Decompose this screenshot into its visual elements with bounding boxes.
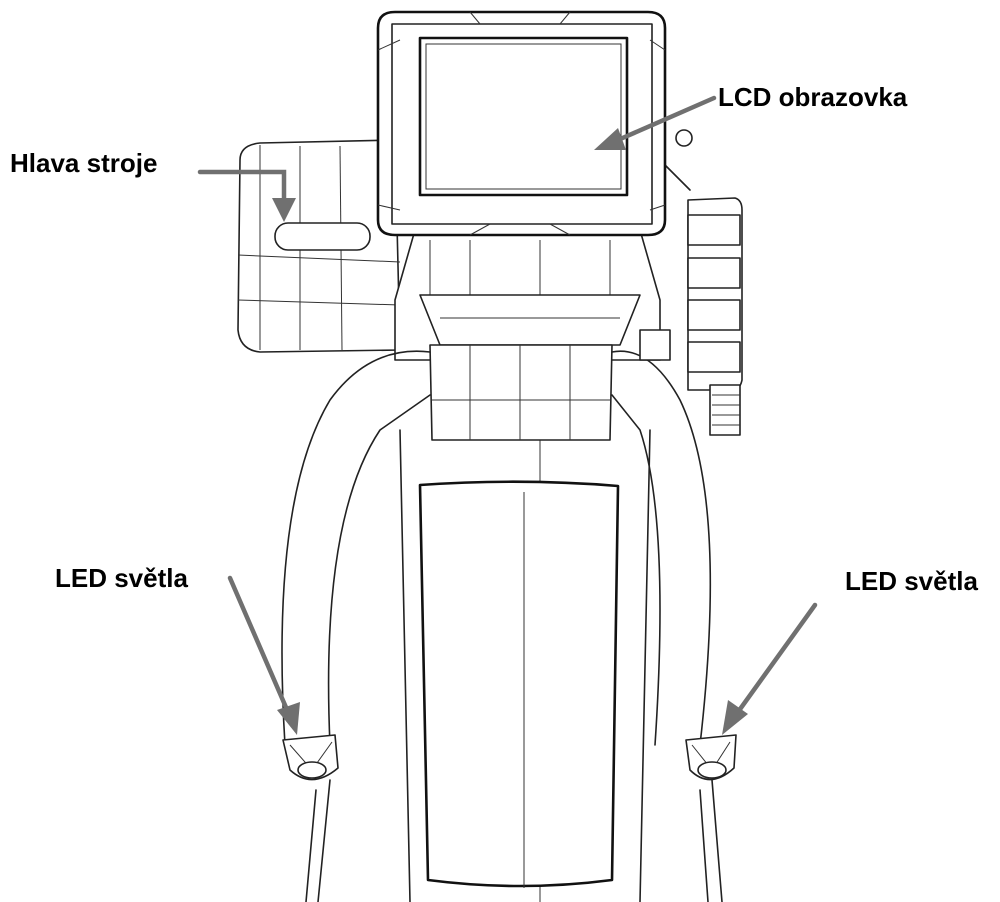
- right-leg: [699, 779, 723, 902]
- led-light-right: [685, 734, 737, 781]
- arrow-led-left: [227, 575, 300, 735]
- arrow-head-label: [197, 169, 296, 222]
- lcd-screen: [418, 36, 629, 197]
- led-right-label: LED světla: [845, 566, 978, 596]
- left-leg: [305, 779, 331, 902]
- machine-head-label: Hlava stroje: [10, 148, 158, 178]
- center-block: [429, 344, 613, 441]
- led-left-label: LED světla: [55, 563, 188, 593]
- hand-wheel: [687, 197, 743, 436]
- side-knobs: [639, 129, 693, 361]
- arrow-lcd: [594, 95, 717, 150]
- arrow-led-right: [722, 602, 818, 735]
- neck: [394, 229, 661, 361]
- lcd-screen-label: LCD obrazovka: [718, 82, 908, 112]
- front-panel: [418, 480, 620, 888]
- led-light-left: [282, 734, 339, 781]
